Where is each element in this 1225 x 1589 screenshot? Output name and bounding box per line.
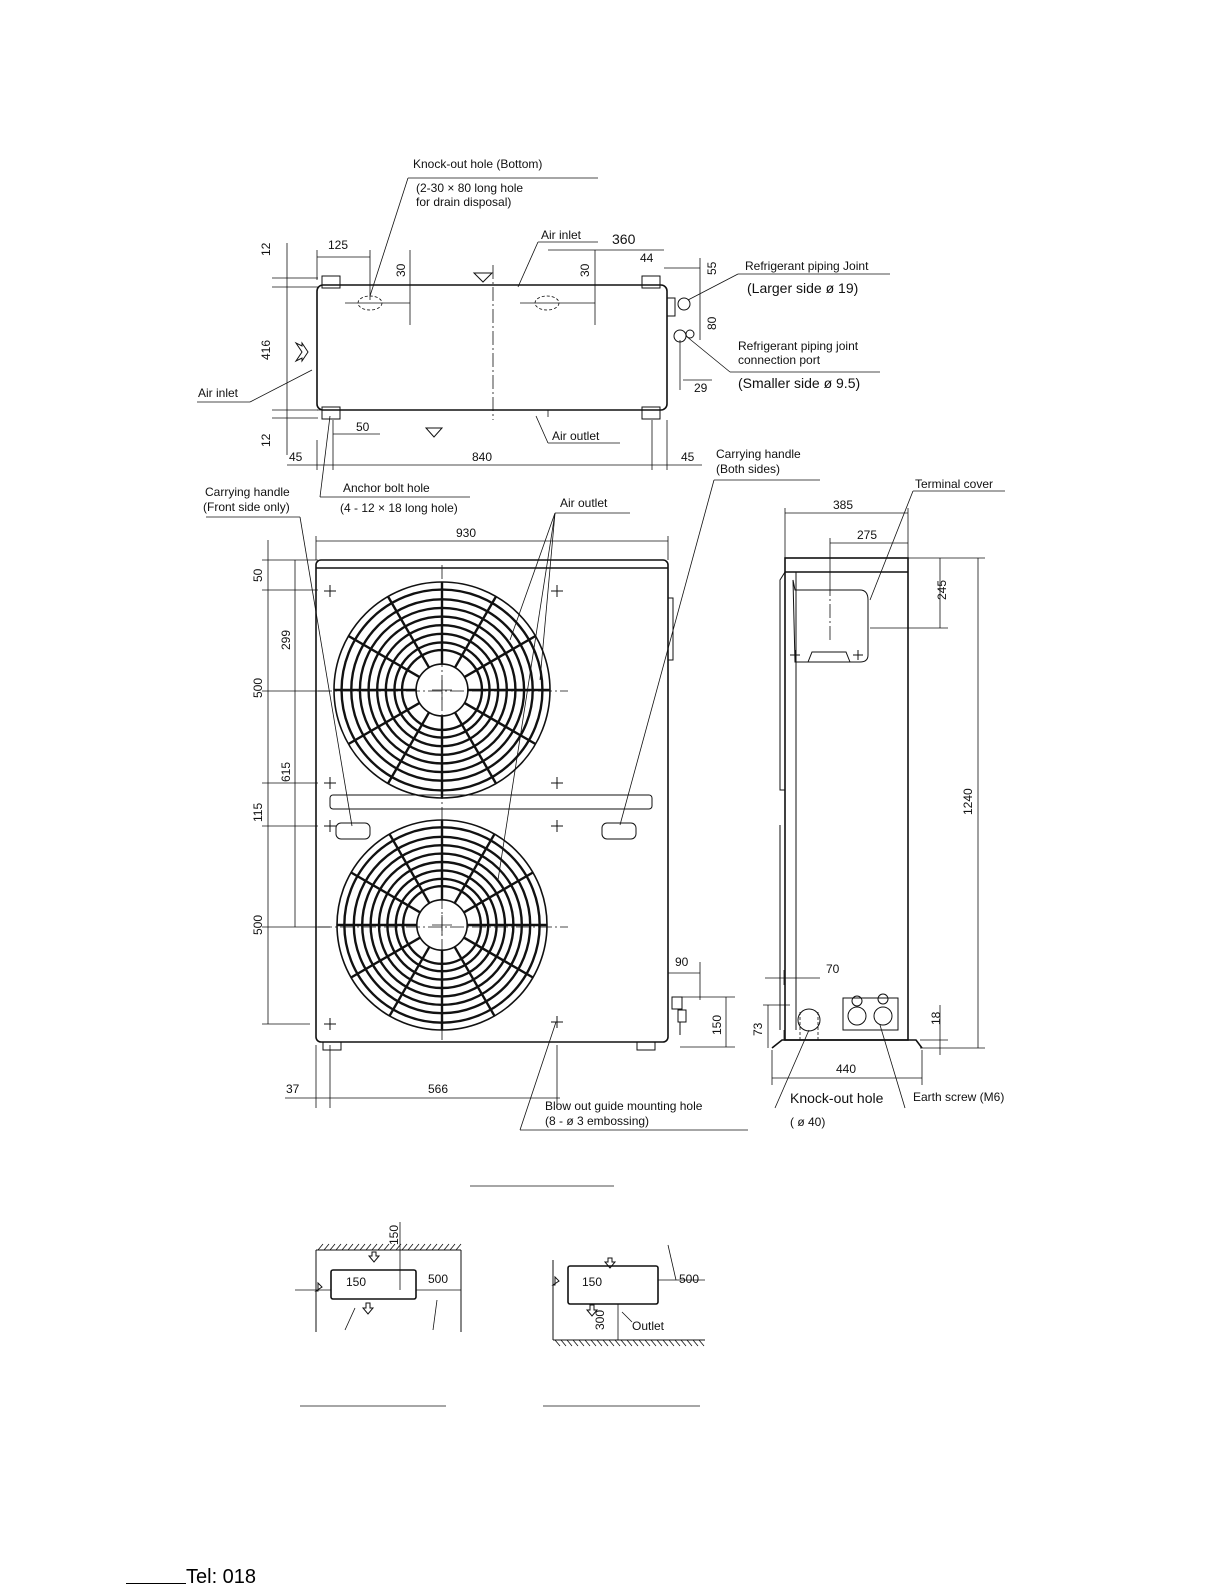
blowout-guide-label: Blow out guide mounting hole [545, 1099, 703, 1113]
clear-right-150: 150 [582, 1275, 602, 1289]
air-inlet-left-arrow-icon [294, 341, 309, 363]
dim-73: 73 [751, 1022, 765, 1036]
dim-245: 245 [935, 580, 949, 600]
top-view-casing [316, 284, 668, 411]
refrigerant-joint-label: Refrigerant piping Joint [745, 259, 869, 273]
knockout-hole-side-size: ( ø 40) [790, 1115, 825, 1129]
outlet-arrow-right-icon [585, 1304, 599, 1317]
dim-12-top: 12 [259, 242, 273, 256]
mounting-marks [324, 585, 563, 1030]
dim-360: 360 [612, 231, 636, 247]
dim-115: 115 [251, 803, 265, 822]
clear-left-150-side: 150 [346, 1275, 366, 1289]
terminal-cover-shape [792, 579, 869, 663]
carrying-handle-left [335, 822, 371, 840]
fan-guard-lower [336, 819, 548, 1031]
clear-left-500: 500 [428, 1272, 448, 1286]
air-outlet-arrow-icon [424, 427, 444, 438]
inlet-arrow-left-right-icon [551, 1275, 560, 1286]
air-inlet-left-label: Air inlet [198, 386, 239, 400]
dim-12-bottom: 12 [259, 433, 273, 447]
outlet-arrow-icon [361, 1302, 375, 1315]
dim-90: 90 [675, 955, 689, 969]
dim-150-front: 150 [710, 1015, 724, 1035]
knockout-hole-label: Knock-out hole (Bottom) [413, 157, 542, 171]
clearance-left: 150 150 500 [295, 1222, 462, 1332]
clearance-right: 150 500 300 Outlet [551, 1244, 705, 1347]
clear-right-300: 300 [593, 1310, 607, 1330]
terminal-cover-label: Terminal cover [915, 477, 993, 491]
unit-footprint-right [567, 1265, 659, 1305]
dim-500-lower: 500 [251, 915, 265, 935]
front-view: Carrying handle (Front side only) Anchor… [203, 415, 820, 1131]
inlet-arrow-left-icon [314, 1281, 323, 1292]
dim-37: 37 [286, 1082, 300, 1096]
knockout-hole-side-label: Knock-out hole [790, 1090, 884, 1106]
refrigerant-port-label-2: connection port [738, 353, 821, 367]
carrying-handle-right [601, 822, 637, 840]
dim-30-right: 30 [578, 263, 592, 277]
carrying-handle-both-detail: (Both sides) [716, 462, 780, 476]
clear-left-150-top: 150 [387, 1225, 401, 1245]
dim-416: 416 [259, 340, 273, 360]
carrying-handle-front-detail: (Front side only) [203, 500, 290, 514]
dim-930: 930 [456, 526, 476, 540]
dim-70: 70 [826, 962, 840, 976]
inlet-arrow-top-right-icon [603, 1257, 617, 1269]
refrigerant-joint-size: (Larger side ø 19) [747, 280, 858, 296]
knockout-hole-detail-2: for drain disposal) [416, 195, 511, 209]
clear-right-outlet-label: Outlet [632, 1319, 665, 1333]
dim-840: 840 [472, 450, 492, 464]
dim-385: 385 [833, 498, 853, 512]
unit-footprint-left [330, 1269, 417, 1300]
footer-rule [126, 1583, 186, 1584]
dim-44: 44 [640, 251, 654, 265]
footer-contact: Tel: 018 [186, 1566, 257, 1588]
carrying-handle-front-label: Carrying handle [205, 485, 290, 499]
dim-615: 615 [279, 762, 293, 782]
anchor-bolt-detail: (4 - 12 × 18 long hole) [340, 501, 458, 515]
dim-440: 440 [836, 1062, 856, 1076]
clear-right-500: 500 [679, 1272, 699, 1286]
fan-guard-upper [333, 581, 551, 799]
front-view-casing [315, 559, 669, 1043]
air-inlet-top-label: Air inlet [541, 228, 582, 242]
air-outlet-top-label: Air outlet [552, 429, 600, 443]
dim-125: 125 [328, 238, 348, 252]
dim-299: 299 [279, 630, 293, 650]
dim-18: 18 [929, 1011, 943, 1025]
side-view-casing [784, 557, 909, 1041]
anchor-bolt-label: Anchor bolt hole [343, 481, 430, 495]
earth-screw-label: Earth screw (M6) [913, 1090, 1004, 1104]
dim-275: 275 [857, 528, 877, 542]
dim-80: 80 [705, 316, 719, 330]
blowout-guide-detail: (8 - ø 3 embossing) [545, 1114, 649, 1128]
dim-50-front: 50 [251, 568, 265, 582]
dim-1240: 1240 [961, 788, 975, 815]
side-view: Terminal cover Knock-out hole ( ø 40) Ea… [751, 477, 1005, 1129]
refrigerant-port-size: (Smaller side ø 9.5) [738, 375, 860, 391]
air-outlet-front-label: Air outlet [560, 496, 608, 510]
dim-50: 50 [356, 420, 370, 434]
knockout-hole-side [797, 1008, 821, 1032]
dim-29: 29 [694, 381, 708, 395]
dim-500-upper: 500 [251, 678, 265, 698]
refrigerant-port-label-1: Refrigerant piping joint [738, 339, 859, 353]
dim-45-left: 45 [289, 450, 303, 464]
carrying-handle-both-label: Carrying handle [716, 447, 801, 461]
air-inlet-arrow-icon [472, 272, 494, 283]
inlet-arrow-top-icon [367, 1251, 381, 1263]
knockout-hole-detail-1: (2-30 × 80 long hole [416, 181, 523, 195]
dim-30-left: 30 [394, 263, 408, 277]
dim-55: 55 [705, 261, 719, 275]
top-view: Knock-out hole (Bottom) (2-30 × 80 long … [197, 157, 890, 470]
dim-566: 566 [428, 1082, 448, 1096]
dim-45-right: 45 [681, 450, 695, 464]
